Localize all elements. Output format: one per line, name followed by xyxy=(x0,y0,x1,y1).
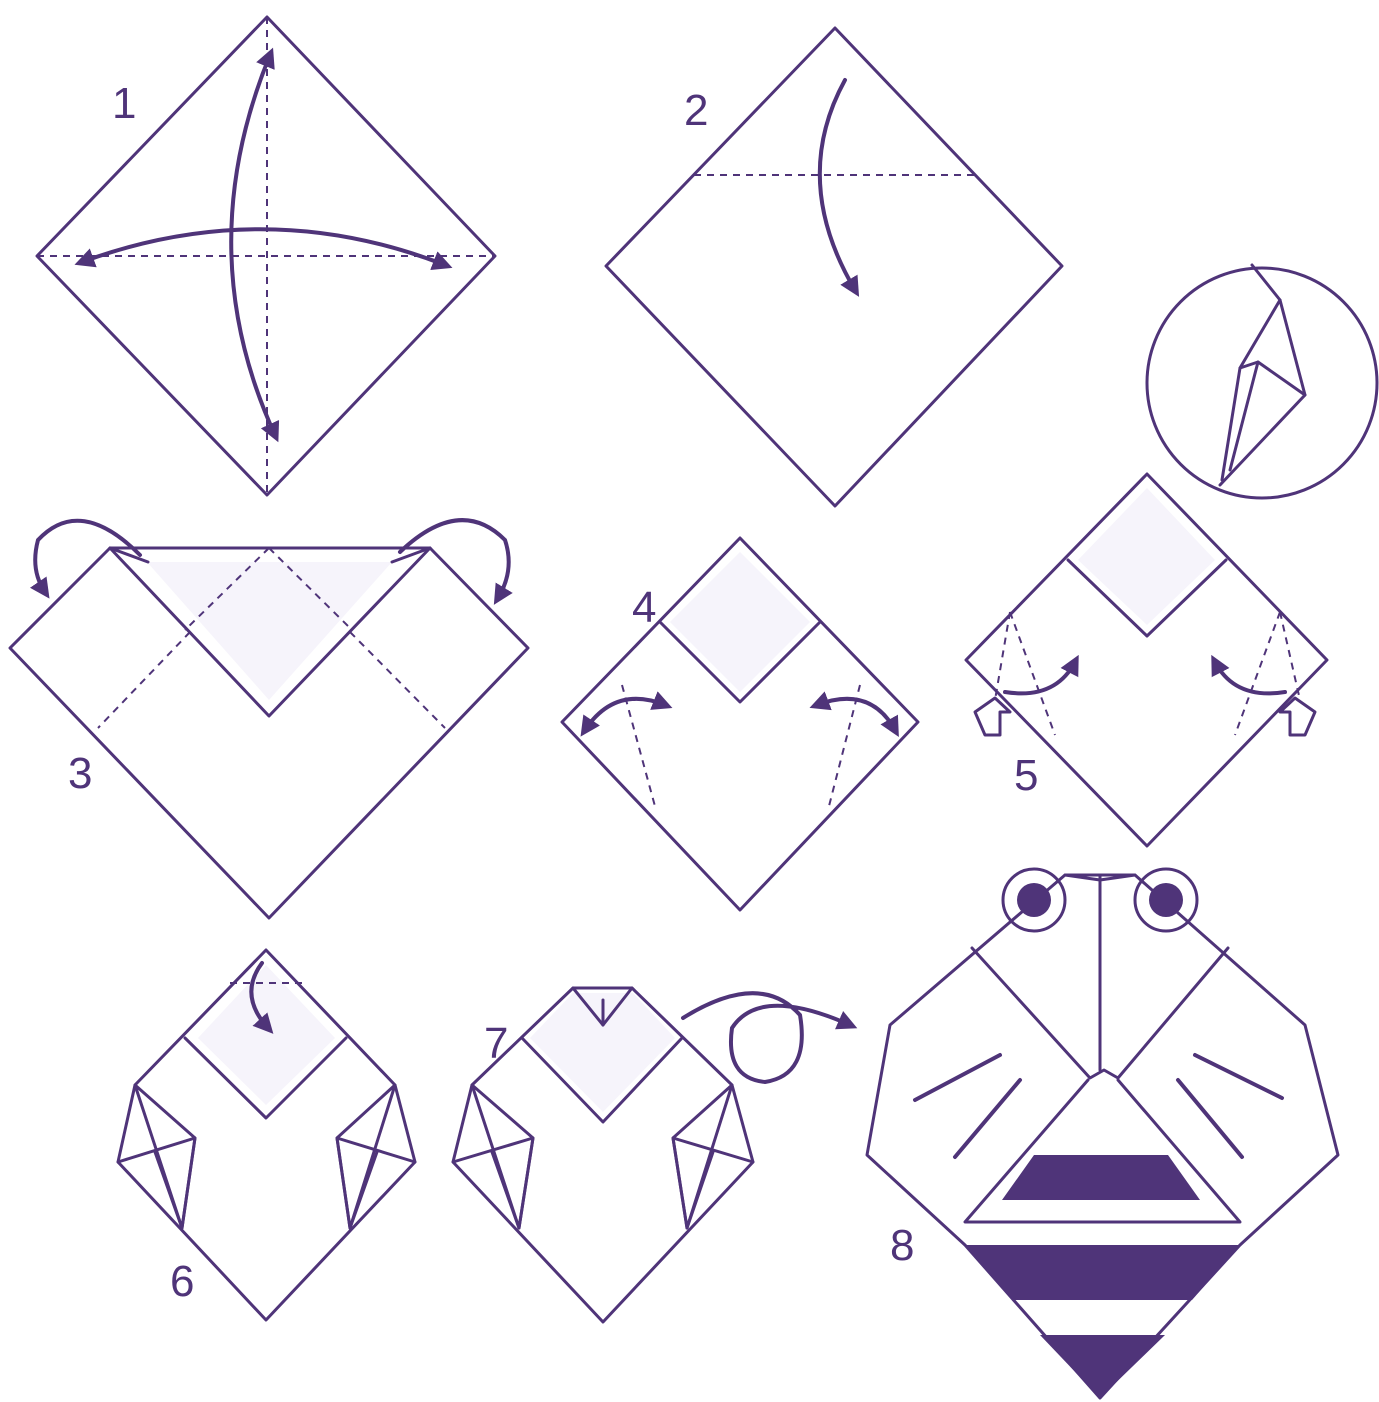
step-1-label: 1 xyxy=(112,79,136,128)
step-2-label: 2 xyxy=(684,86,708,135)
step-4-label: 4 xyxy=(632,583,656,632)
fold-arrow-vertical xyxy=(231,55,275,435)
fold-arrow-right xyxy=(1215,662,1285,693)
step-5-label: 5 xyxy=(1014,751,1038,800)
step-4: 4 xyxy=(562,538,918,910)
step-7-label: 7 xyxy=(484,1019,508,1068)
wing-mark xyxy=(1195,1055,1282,1098)
stripe-top xyxy=(1002,1155,1200,1200)
detail-circle xyxy=(1147,265,1377,498)
step-3-label: 3 xyxy=(68,749,92,798)
step-6: 6 xyxy=(118,950,415,1320)
step-8-bee: 8 xyxy=(867,869,1338,1398)
wing-mark xyxy=(1178,1080,1242,1157)
step-7: 7 xyxy=(453,988,850,1322)
wing-mark xyxy=(955,1080,1020,1157)
step-2: 2 xyxy=(606,28,1062,506)
step-3: 3 xyxy=(10,520,528,918)
step-6-label: 6 xyxy=(170,1257,194,1306)
stripe-middle xyxy=(965,1245,1240,1300)
push-arrow-left-icon xyxy=(975,698,1010,735)
fold-arrow-left xyxy=(1005,662,1075,693)
turn-over-arrow xyxy=(683,993,850,1082)
fold-arrow-left xyxy=(585,699,665,730)
fold-arrow-horizontal xyxy=(82,229,445,265)
step-5: 5 xyxy=(966,474,1327,846)
fold-arrow-left xyxy=(35,521,140,592)
step-1: 1 xyxy=(37,17,495,495)
fold-arrow-down xyxy=(820,80,855,290)
step-8-label: 8 xyxy=(890,1221,914,1270)
fold-arrow-right xyxy=(400,520,509,598)
stripe-tip xyxy=(1040,1335,1165,1398)
wing-mark xyxy=(915,1055,1000,1100)
bee-body xyxy=(867,875,1338,1398)
